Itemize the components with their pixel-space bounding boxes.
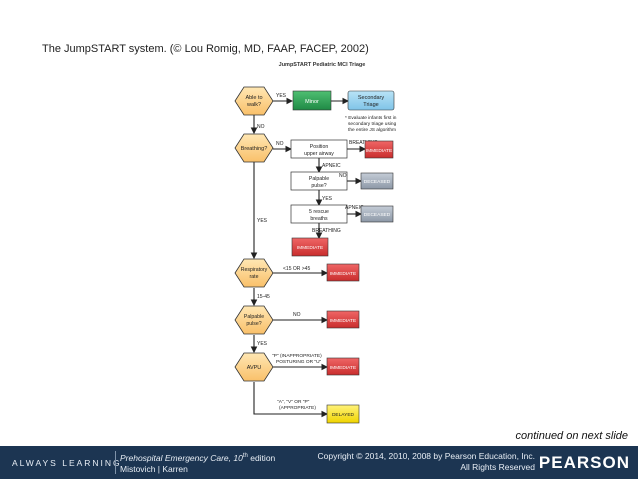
label-yes-pulse-1: YES	[322, 196, 333, 202]
label-no-walk: NO	[257, 124, 265, 130]
label-avpu-p-line1: "P" (INAPPROPRIATE)	[272, 353, 322, 359]
label-yes-breathing: YES	[257, 218, 268, 224]
label-breathing-1: BREATHING	[349, 140, 378, 146]
copyright-info: Copyright © 2014, 2010, 2008 by Pearson …	[318, 451, 536, 473]
position-airway-line2: upper airway	[304, 151, 334, 157]
respiratory-rate-line1: Respiratory	[241, 267, 268, 273]
palpable-pulse-1-line2: pulse?	[311, 183, 326, 189]
position-airway-line1: Position	[310, 144, 329, 150]
delayed-label: DELAYED	[332, 412, 355, 418]
immediate-label-5: IMMEDIATE	[330, 365, 356, 371]
respiratory-rate-node	[234, 258, 274, 288]
palpable-pulse-2-line1: Palpable	[244, 314, 264, 320]
breathing-label: Breathing?	[241, 146, 268, 152]
pearson-logo: PEARSON	[538, 453, 630, 472]
jumpstart-flowchart: JumpSTART Pediatric MCI Triage Able to w…	[234, 62, 397, 424]
position-airway-box	[290, 139, 348, 159]
label-avpu-a-line2: (APPROPRIATE)	[279, 405, 316, 411]
immediate-box-1	[364, 140, 394, 159]
infant-note-line3: the entire JS algorithm	[348, 127, 396, 133]
label-yes-pulse-2: YES	[257, 341, 268, 347]
avpu-node	[234, 352, 274, 382]
footer-divider	[115, 451, 116, 474]
label-avpu-p-line2: POSTURING OR "U"	[276, 359, 322, 365]
deceased-label-1: DECEASED	[364, 179, 391, 185]
immediate-label-4: IMMEDIATE	[330, 318, 356, 324]
secondary-triage-line2: Triage	[363, 102, 378, 108]
avpu-label: AVPU	[247, 365, 262, 371]
minor-label: Minor	[305, 99, 319, 105]
able-to-walk-line2: walk?	[246, 102, 261, 108]
immediate-box-2	[291, 237, 329, 257]
palpable-pulse-box-1	[290, 171, 348, 191]
connector-lines	[250, 97, 367, 418]
book-edition: edition	[247, 452, 276, 463]
rescue-breaths-line2: breaths	[310, 216, 328, 222]
palpable-pulse-1-line1: Palpable	[309, 176, 329, 182]
label-breathing-2: BREATHING	[312, 228, 341, 234]
continued-note: continued on next slide	[515, 430, 628, 442]
secondary-triage-box	[347, 90, 395, 111]
immediate-label-1: IMMEDIATE	[366, 148, 392, 154]
immediate-box-5	[326, 357, 360, 376]
rights-line: All Rights Reserved	[460, 462, 535, 472]
label-rate-out: <15 OR >45	[283, 266, 310, 272]
label-apneic-2: APNEIC	[345, 205, 364, 211]
deceased-label-2: DECEASED	[364, 212, 391, 218]
book-authors: Mistovich | Karren	[120, 463, 188, 474]
immediate-label-3: IMMEDIATE	[330, 271, 356, 277]
infant-note-line2: secondary triage using	[348, 121, 397, 127]
immediate-box-4	[326, 310, 360, 329]
book-title: Prehospital Emergency Care, 10	[120, 452, 243, 463]
always-learning-tagline: ALWAYS LEARNING	[12, 458, 122, 468]
immediate-label-2: IMMEDIATE	[297, 245, 323, 251]
footer-bar: ALWAYS LEARNING Prehospital Emergency Ca…	[0, 446, 638, 479]
copyright-line: Copyright © 2014, 2010, 2008 by Pearson …	[317, 451, 536, 461]
palpable-pulse-node-2	[234, 305, 274, 335]
label-apneic-1: APNEIC	[322, 163, 341, 169]
deceased-box-2	[360, 205, 394, 223]
label-no-pulse-1: NO	[339, 173, 347, 179]
respiratory-rate-line2: rate	[250, 274, 259, 280]
label-rate-in: 15-45	[257, 294, 270, 300]
diagram-title: JumpSTART Pediatric MCI Triage	[279, 62, 366, 68]
able-to-walk-line1: Able to	[245, 95, 262, 101]
label-no-breathing: NO	[276, 141, 284, 147]
book-info: Prehospital Emergency Care, 10th edition…	[120, 451, 275, 475]
rescue-breaths-line1: 5 rescue	[309, 209, 329, 215]
secondary-triage-line1: Secondary	[358, 95, 385, 101]
palpable-pulse-2-line2: pulse?	[246, 321, 261, 327]
infant-note-line1: * Evaluate infants first in	[345, 115, 397, 121]
label-yes-walk: YES	[276, 93, 287, 99]
breathing-node	[234, 133, 274, 163]
immediate-box-3	[326, 263, 360, 282]
label-no-pulse-2: NO	[293, 312, 301, 318]
slide-caption: The JumpSTART system. (© Lou Romig, MD, …	[42, 43, 369, 55]
delayed-box	[326, 404, 360, 424]
able-to-walk-node	[234, 86, 274, 116]
book-edition-sup: th	[242, 453, 248, 459]
rescue-breaths-box	[290, 204, 348, 224]
minor-box	[292, 90, 332, 111]
label-avpu-a-line1: "A", "V" OR "P"	[277, 399, 310, 405]
deceased-box-1	[360, 172, 394, 190]
